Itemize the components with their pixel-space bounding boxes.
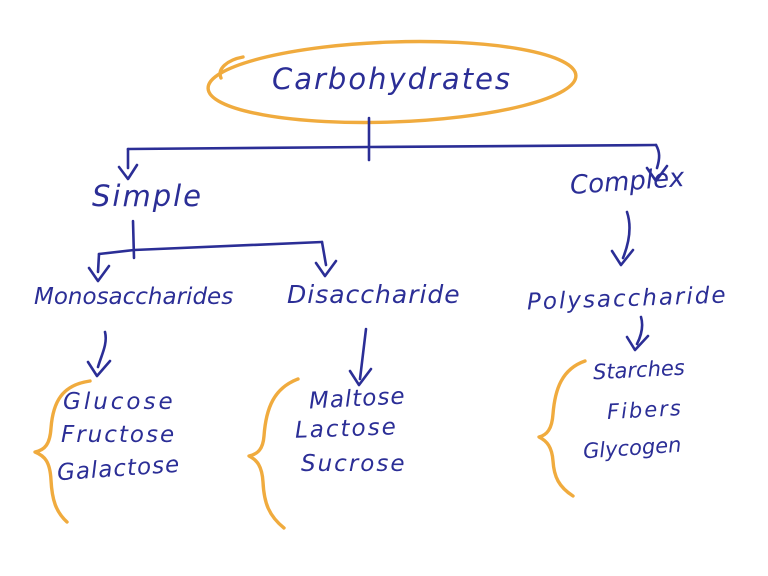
arrow-to-monosaccharides [87, 252, 111, 283]
list-item-sucrose: Sucrose [301, 451, 407, 477]
arrow-disaccharide-to-items [348, 327, 373, 387]
branch-label-simple: Simple [92, 179, 204, 213]
list-item-fructose: Fructose [61, 422, 177, 448]
arrow-to-simple [117, 147, 139, 181]
list-item-glucose: Glucose [63, 389, 176, 415]
list-item-fibers: Fibers [606, 396, 684, 424]
arrow-monosaccharides-to-items [86, 330, 112, 378]
title-ellipse-highlight [206, 39, 578, 125]
connector-main-branch [126, 143, 658, 151]
title-ellipse-tail [218, 55, 245, 80]
arrow-to-disaccharide [314, 240, 338, 278]
list-item-maltose: Maltose [308, 383, 407, 415]
brace-disaccharide-items [247, 377, 300, 530]
list-item-lactose: Lactose [294, 414, 399, 444]
connector-simple-stem [131, 219, 136, 260]
category-label-disaccharide: Disaccharide [287, 280, 461, 309]
diagram-title: Carbohydrates [271, 62, 513, 96]
list-item-starches: Starches [592, 355, 686, 385]
arrow-polysaccharide-to-items [625, 315, 650, 352]
brace-monosaccharide-items [33, 379, 92, 524]
arrow-complex-to-polysaccharide [610, 210, 635, 267]
arrow-to-complex [645, 143, 669, 183]
category-label-monosaccharides: Monosaccharides [34, 284, 234, 310]
brace-polysaccharide-items [537, 359, 587, 498]
connector-simple-branch [97, 240, 324, 256]
